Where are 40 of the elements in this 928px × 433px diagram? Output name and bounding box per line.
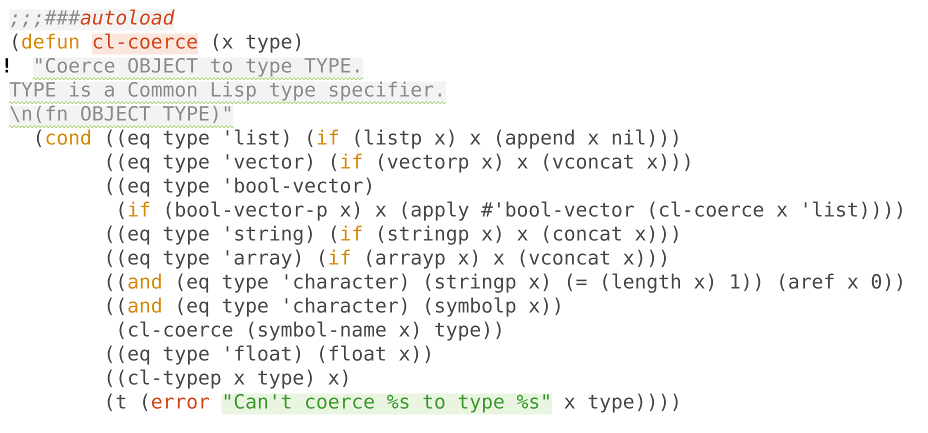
code-text: (eq type 'character) (symbolp x)) <box>178 298 560 317</box>
function-name: cl-coerce <box>92 34 198 54</box>
code-text: (listp x) x (append x nil))) <box>355 130 678 149</box>
comment-keyword: autoload <box>80 10 175 30</box>
code-text: x type)))) <box>564 394 678 413</box>
keyword: if <box>128 202 150 216</box>
code-text: (vectorp x) x (vconcat x))) <box>379 154 690 173</box>
code-text: (bool-vector-p x) x (apply #'bool-vector (cl-coerce x 'list)))) <box>166 202 902 221</box>
code-text: ((eq type 'bool-vector) <box>108 178 371 197</box>
code-text: (eq type 'character) (stringp x) (= (length x) 1)) (aref x 0)) <box>178 274 902 293</box>
docstring: "Coerce OBJECT to type TYPE. <box>32 58 364 80</box>
keyword: cond <box>46 130 90 145</box>
code-text: (x type) <box>214 34 300 53</box>
code-text: (( <box>108 298 124 316</box>
code-text: ((eq type 'list) ( <box>108 130 313 149</box>
code-text: (stringp x) x (concat x))) <box>379 226 678 245</box>
code-text: ((eq type 'vector) ( <box>108 154 336 173</box>
keyword: and <box>128 274 161 289</box>
comment-text: ;;;### <box>9 10 80 30</box>
keyword: if <box>330 250 350 264</box>
keyword: if <box>318 130 338 144</box>
code-text: (cl-coerce (symbol-name x) type)) <box>120 322 501 341</box>
code-text: ((eq type 'float) (float x)) <box>108 346 430 365</box>
code-text: ( <box>120 202 124 220</box>
keyword: if <box>341 154 362 168</box>
code-text: (( <box>108 274 124 292</box>
code-text: ( <box>36 130 42 148</box>
code-text: (arrayp x) x (vconcat x))) <box>367 250 666 269</box>
code-text: ( <box>13 34 18 52</box>
code-text: ((eq type 'string) ( <box>108 226 336 245</box>
warning-mark: ! <box>6 58 8 72</box>
code-text: (t ( <box>108 394 148 412</box>
string-literal: "Can't coerce %s to type %s" <box>222 393 552 414</box>
code-text: ((cl-typep x type) x) <box>108 370 348 389</box>
keyword: defun <box>22 34 78 49</box>
keyword: and <box>128 298 161 313</box>
code-text: ((eq type 'array) ( <box>108 250 324 269</box>
docstring: \n(fn OBJECT TYPE)" <box>8 106 234 128</box>
keyword: if <box>341 226 362 240</box>
keyword: error <box>152 398 210 409</box>
